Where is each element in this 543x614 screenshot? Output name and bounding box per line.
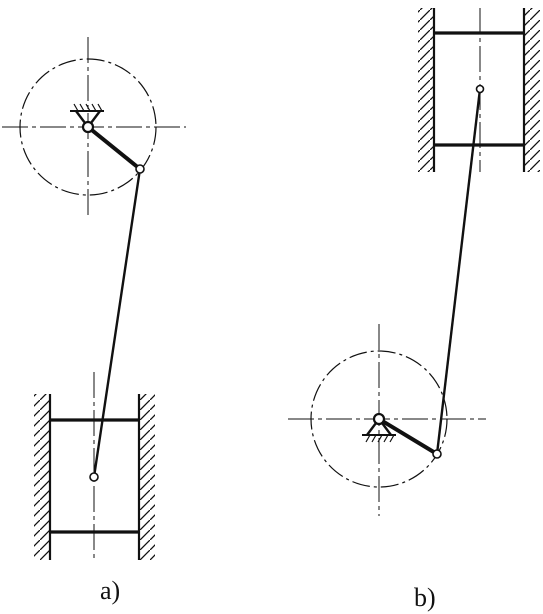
panel-a-caption: a): [100, 576, 121, 605]
panel-b-caption: b): [414, 583, 436, 612]
connecting-rod: [92, 168, 142, 478]
cylinder-left-wall: [418, 8, 436, 172]
cylinder-left-wall: [34, 394, 52, 560]
cylinder-right-wall: [522, 8, 540, 172]
crank-pin-joint: [135, 164, 145, 174]
crank-pivot-joint: [81, 120, 95, 134]
panel-a: [2, 37, 186, 560]
crank-pivot-joint: [372, 412, 386, 426]
crank-link: [86, 125, 142, 171]
piston-pin-joint: [475, 84, 485, 94]
crank-pin-joint: [432, 449, 442, 459]
connecting-rod: [435, 88, 482, 455]
piston-pin-joint: [89, 472, 99, 482]
cylinder-right-wall: [137, 394, 155, 560]
crank-link: [377, 417, 439, 456]
piston-slider: [434, 31, 524, 147]
panel-b: [288, 8, 540, 516]
